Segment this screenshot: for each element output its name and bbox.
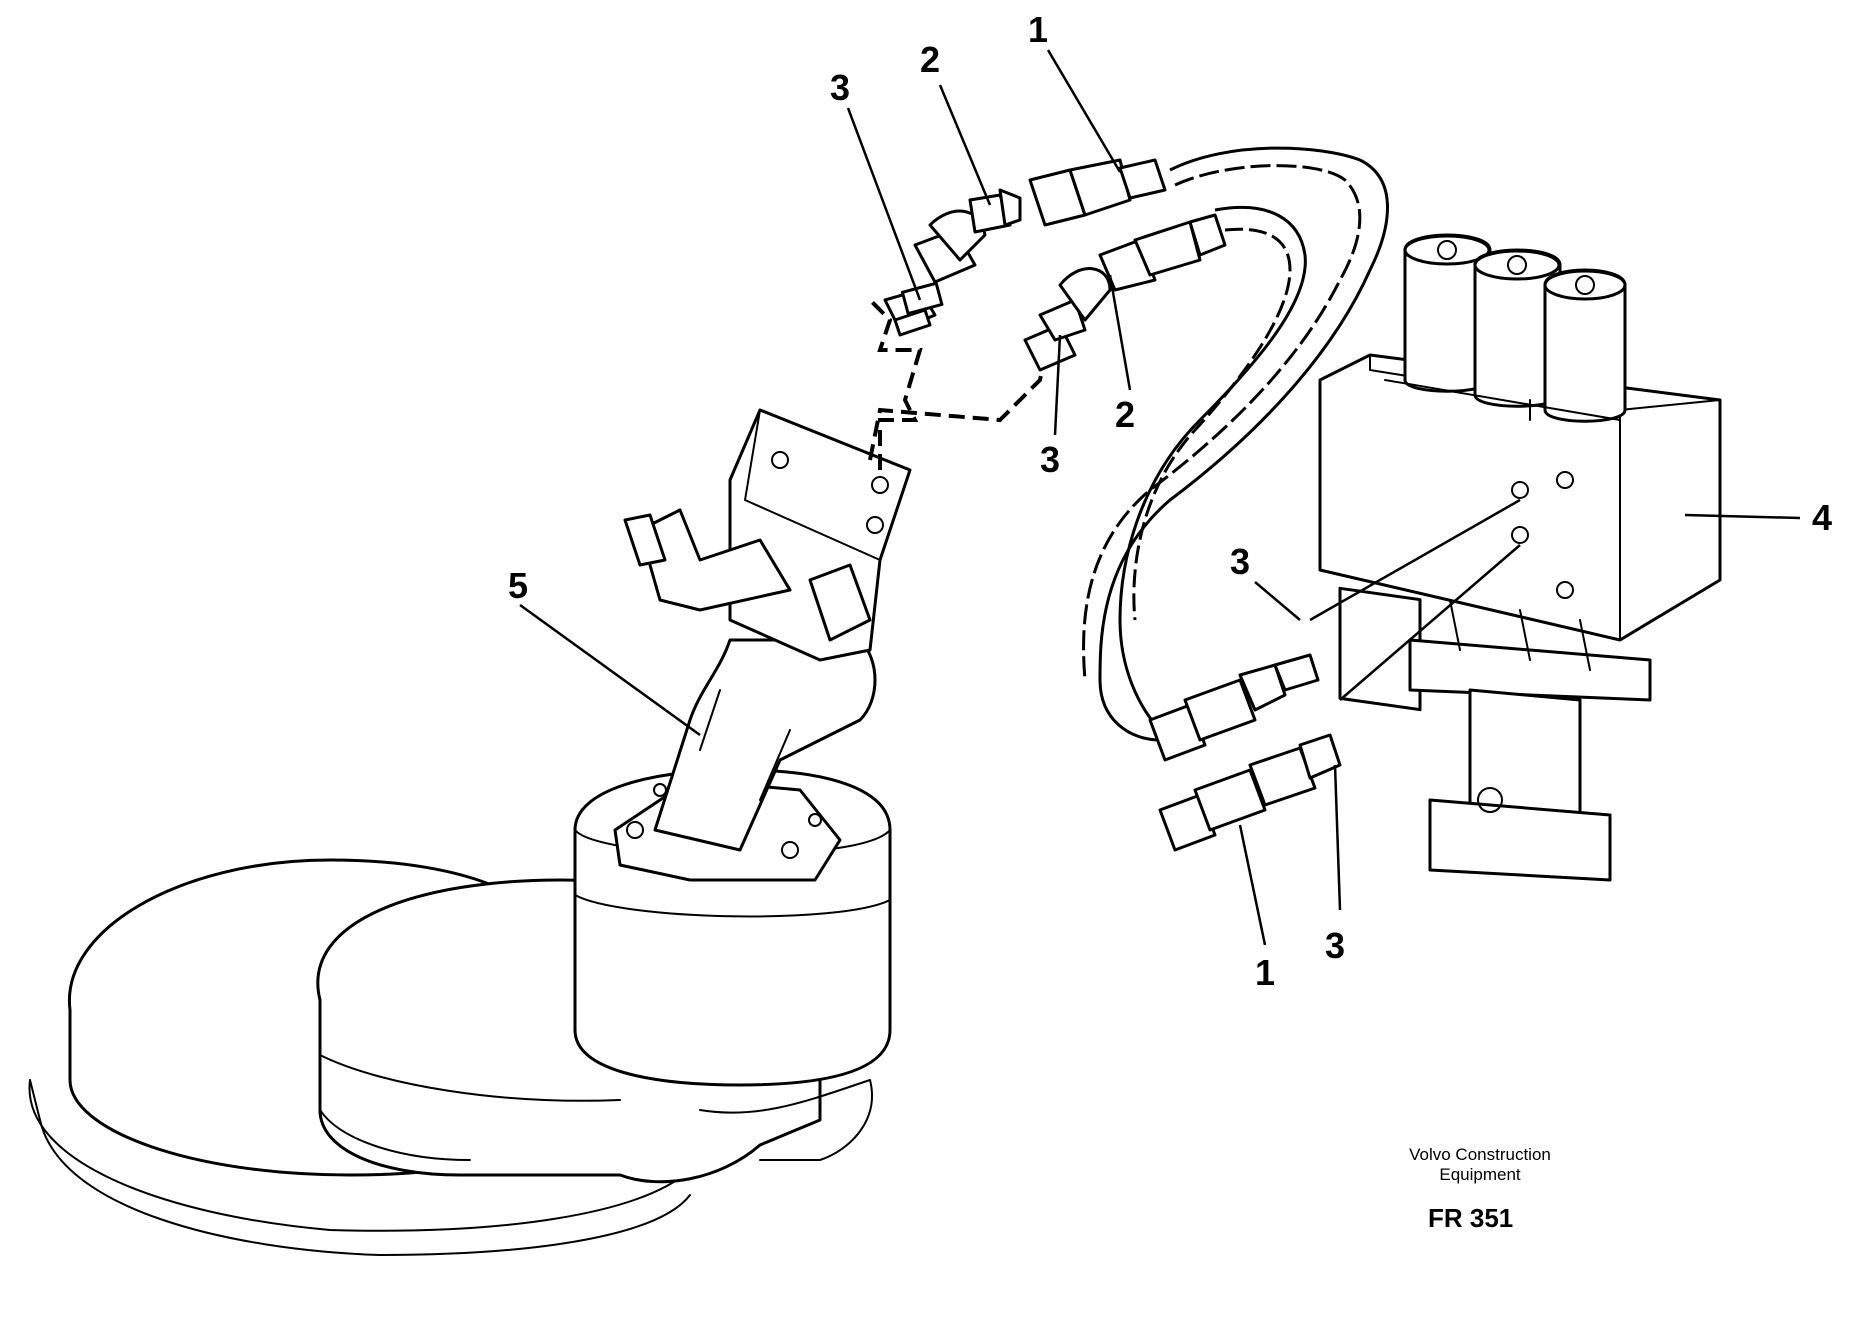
lower-fittings — [1148, 653, 1342, 852]
control-valve — [1318, 233, 1722, 882]
credit-line-2: Equipment — [1439, 1165, 1521, 1184]
callout-4-valve: 4 — [1812, 497, 1833, 538]
callout-1-top: 1 — [1028, 9, 1049, 50]
callout-2-top: 2 — [920, 39, 941, 80]
callout-5-motor: 5 — [508, 565, 529, 606]
callout-3-top: 3 — [830, 67, 851, 108]
upper-fittings — [883, 158, 1227, 372]
callout-1-bottom: 1 — [1255, 952, 1276, 993]
figure-code: FR 351 — [1428, 1203, 1514, 1233]
credit-line-1: Volvo Construction — [1409, 1145, 1551, 1164]
credit-block: Volvo Construction Equipment — [1380, 1145, 1580, 1185]
callout-3-bottom: 3 — [1325, 925, 1346, 966]
hydraulic-motor — [573, 408, 912, 1087]
callout-2-mid: 2 — [1115, 394, 1136, 435]
callout-3-right: 3 — [1230, 541, 1251, 582]
leader-lines — [519, 49, 1801, 946]
callout-3-mid: 3 — [1040, 439, 1061, 480]
